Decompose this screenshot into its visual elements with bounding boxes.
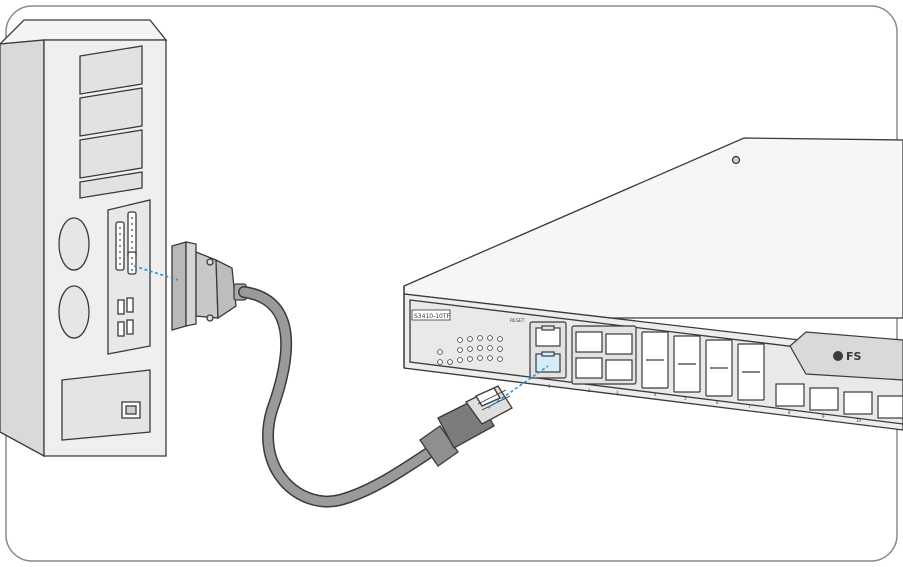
svg-text:1: 1 bbox=[548, 384, 551, 389]
console-ports bbox=[529, 321, 567, 379]
desktop-tower-icon bbox=[0, 19, 168, 458]
svg-text:5: 5 bbox=[684, 396, 687, 401]
reset-label: RESET bbox=[510, 318, 525, 324]
port-number-labels: 1 2 3 4 5 6 7 8 9 10 bbox=[548, 384, 862, 423]
svg-text:2: 2 bbox=[588, 388, 591, 393]
status-leds bbox=[437, 335, 503, 365]
switch-port-link-indicator bbox=[487, 365, 549, 409]
lower-sfp-ports bbox=[775, 383, 903, 419]
rj45-port-block bbox=[571, 325, 637, 385]
rj45-plug-icon bbox=[419, 385, 513, 467]
sfp-port-block bbox=[641, 331, 765, 401]
pc-port-link-indicator bbox=[133, 265, 179, 281]
model-label: S3410-10TF bbox=[414, 313, 451, 320]
serial-port-pins bbox=[119, 217, 133, 271]
svg-text:9: 9 bbox=[822, 414, 825, 419]
brand-plate bbox=[789, 331, 903, 381]
svg-text:10: 10 bbox=[856, 418, 862, 423]
brand-text: FS bbox=[846, 350, 862, 363]
fs-logo-icon bbox=[833, 351, 843, 361]
svg-text:6: 6 bbox=[716, 400, 719, 405]
svg-text:4: 4 bbox=[654, 392, 657, 397]
db9-connector-icon bbox=[171, 241, 247, 331]
svg-text:7: 7 bbox=[748, 404, 751, 409]
svg-text:3: 3 bbox=[616, 390, 619, 395]
console-port-highlight bbox=[535, 353, 561, 373]
svg-text:8: 8 bbox=[788, 410, 791, 415]
